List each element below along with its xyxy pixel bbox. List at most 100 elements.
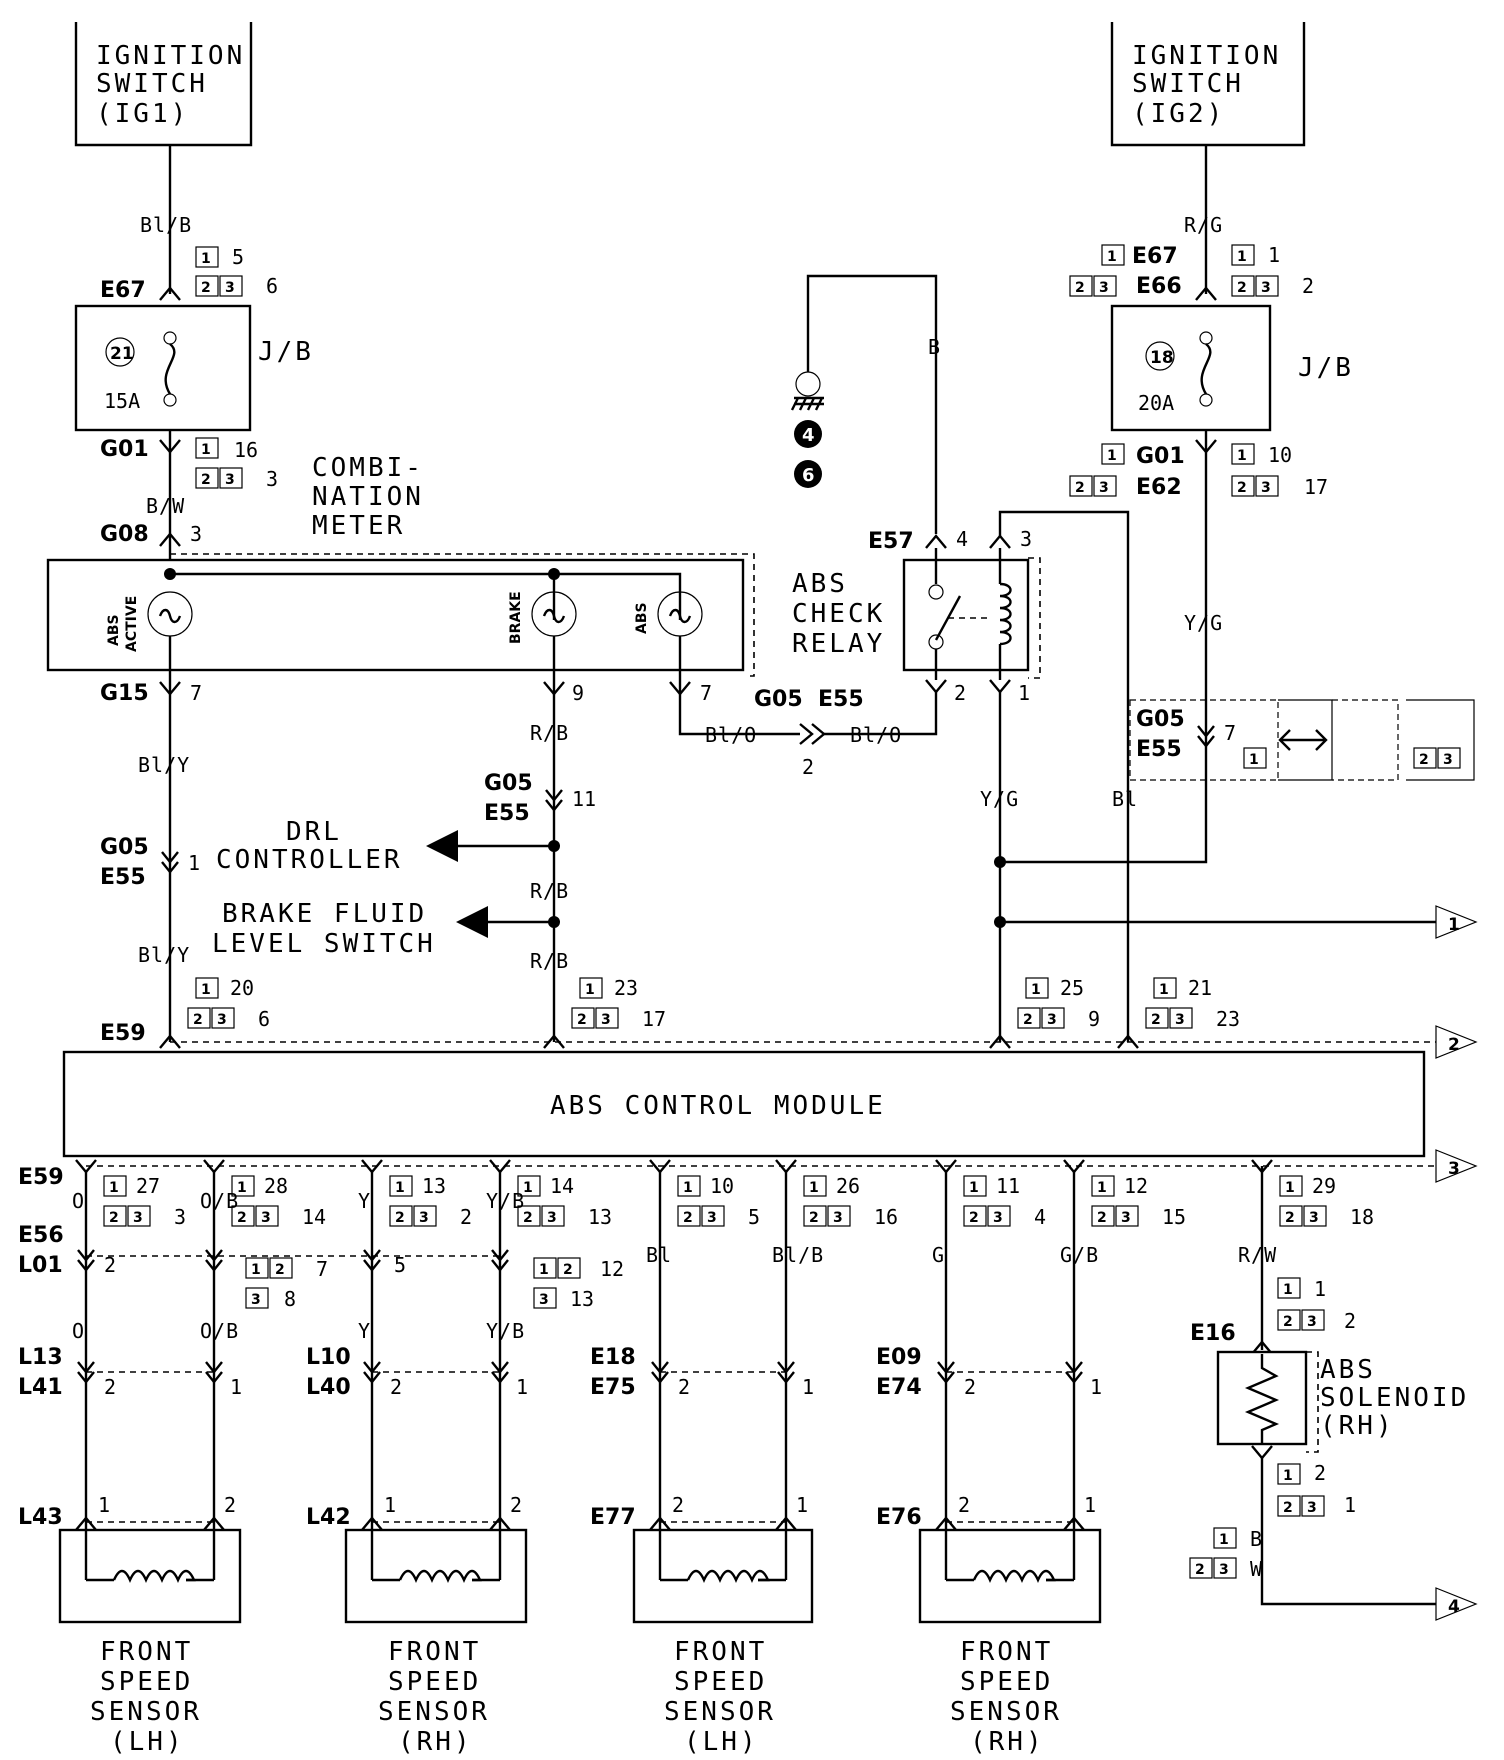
tag: 2 [1151,1012,1161,1028]
sensor-label-line: SPEED [674,1667,767,1697]
pin: 14 [550,1174,574,1198]
sensor-coil [398,1569,482,1583]
conn-l42: L42 [306,1505,351,1530]
sensor-label-line: (RH) [970,1727,1045,1757]
pin: 2 [672,1493,684,1517]
tag: 2 [1283,1500,1293,1516]
tag: 1 [251,1262,261,1278]
ig2-line1: IGNITION [1132,41,1281,71]
tag: 3 [1307,1500,1317,1516]
pin: 23 [614,976,638,1000]
tag: 1 [1283,1468,1293,1484]
sensor-wires: OO21O/BO/B12YY21Y/BY/B12Bl22Bl/B11G22G/B… [58,1172,1102,1624]
sensor-label-line: FRONT [100,1637,193,1667]
pin: 14 [302,1205,326,1229]
wire-color-bly-a: Bl/Y [138,753,190,777]
solenoid-label-3: (RH) [1320,1411,1395,1441]
meter-label-3: METER [312,511,405,541]
bfl-label-1: BRAKE FLUID [222,899,427,929]
pin: 2 [104,1375,116,1399]
sensor-coil [972,1569,1056,1583]
ground-ref-4: 4 [802,425,815,446]
pin: 5 [748,1205,760,1229]
tag: 1 [539,1262,549,1278]
pin: 1 [188,851,200,875]
wire-color-blo-b: Bl/O [850,723,902,747]
tag: 1 [585,982,595,998]
conn-l41: L41 [18,1375,63,1400]
tag: 2 [201,280,211,296]
pin: 2 [390,1375,402,1399]
offpage-1-label: 1 [1448,915,1460,935]
wire-color-sensor: O/B [200,1319,239,1343]
pin: 7 [1224,721,1236,745]
conn-e18: E18 [590,1345,636,1370]
pin: 2 [104,1253,116,1277]
jb-label-right: J/B [1298,353,1354,383]
tag: 3 [1307,1314,1317,1330]
conn-e55-c: E55 [818,687,864,712]
offpage-4-label: 4 [1448,1597,1460,1617]
sensor-wiring [370,1530,502,1582]
pin: 16 [874,1205,898,1229]
tag: 2 [1283,1314,1293,1330]
sensor-label-4: FRONT SPEED SENSOR (RH) [950,1637,1059,1757]
pin: 12 [1124,1174,1148,1198]
tag: 3 [1121,1210,1131,1226]
arrow-drl [426,830,458,862]
connector-variant-inset: G05 E55 7 1 2 3 [1129,699,1475,781]
front-speed-sensor [58,1528,242,1624]
abs-check-relay [902,548,1041,680]
abs-module-label: ABS CONTROL MODULE [550,1091,886,1121]
tag: 1 [1237,249,1247,265]
wire-color-ig2: R/G [1184,213,1223,237]
tag: 3 [1309,1210,1319,1226]
conn-l13: L13 [18,1345,63,1370]
pin: 1 [516,1375,528,1399]
tag: 1 [969,1180,979,1196]
tag: 3 [133,1210,143,1226]
sensor-wiring [658,1530,788,1582]
pin: 29 [1312,1174,1336,1198]
offpage-1 [1435,905,1478,939]
pin: 13 [588,1205,612,1229]
conn-l01: L01 [18,1253,63,1278]
pin: 7 [190,681,202,705]
relay-label-2: CHECK [792,599,885,629]
sensor-label-3: FRONT SPEED SENSOR (LH) [664,1637,773,1757]
conn-e62: E62 [1136,475,1182,500]
connector-mark [77,1249,95,1272]
bfl-label-2: LEVEL SWITCH [212,929,436,959]
tag: 3 [1099,480,1109,496]
ground-ref-6: 6 [802,465,815,486]
conn-g05-d: G05 [1136,707,1185,732]
pin-arrow [775,1516,797,1531]
pin: 8 [284,1287,296,1311]
pin-arrow [649,1516,671,1531]
pin: 2 [1302,274,1314,298]
pin: 10 [1268,443,1292,467]
combination-meter: ABS ACTIVE BRAKE ABS [46,553,755,692]
wire-color-blo-a: Bl/O [705,723,757,747]
ignition-switch-ig2: IGNITION SWITCH (IG2) [1110,22,1306,147]
offpage-2-label: 2 [1448,1035,1460,1055]
wire-color-sol-w: W [1250,1557,1263,1581]
connector-mark [491,1361,509,1384]
junction-block-left: 21 15A [74,304,252,432]
tag: 1 [1237,448,1247,464]
tag: 2 [1023,1012,1033,1028]
fuse-18-number: 18 [1150,348,1174,368]
tag: 1 [1107,249,1117,265]
fuse-21-rating: 15A [104,389,140,413]
pin: 2 [224,1493,236,1517]
junction-block-right: 18 20A [1110,304,1272,432]
sensor-label-line: FRONT [674,1637,767,1667]
tag: 3 [993,1210,1003,1226]
tag: 1 [201,442,211,458]
conn-g08: G08 [100,522,149,547]
tag: 2 [395,1210,405,1226]
ig1-line1: IGNITION [96,41,245,71]
pin: 7 [700,681,712,705]
wire-color-sensor: G [932,1243,945,1267]
ig1-line2: SWITCH [96,69,208,99]
